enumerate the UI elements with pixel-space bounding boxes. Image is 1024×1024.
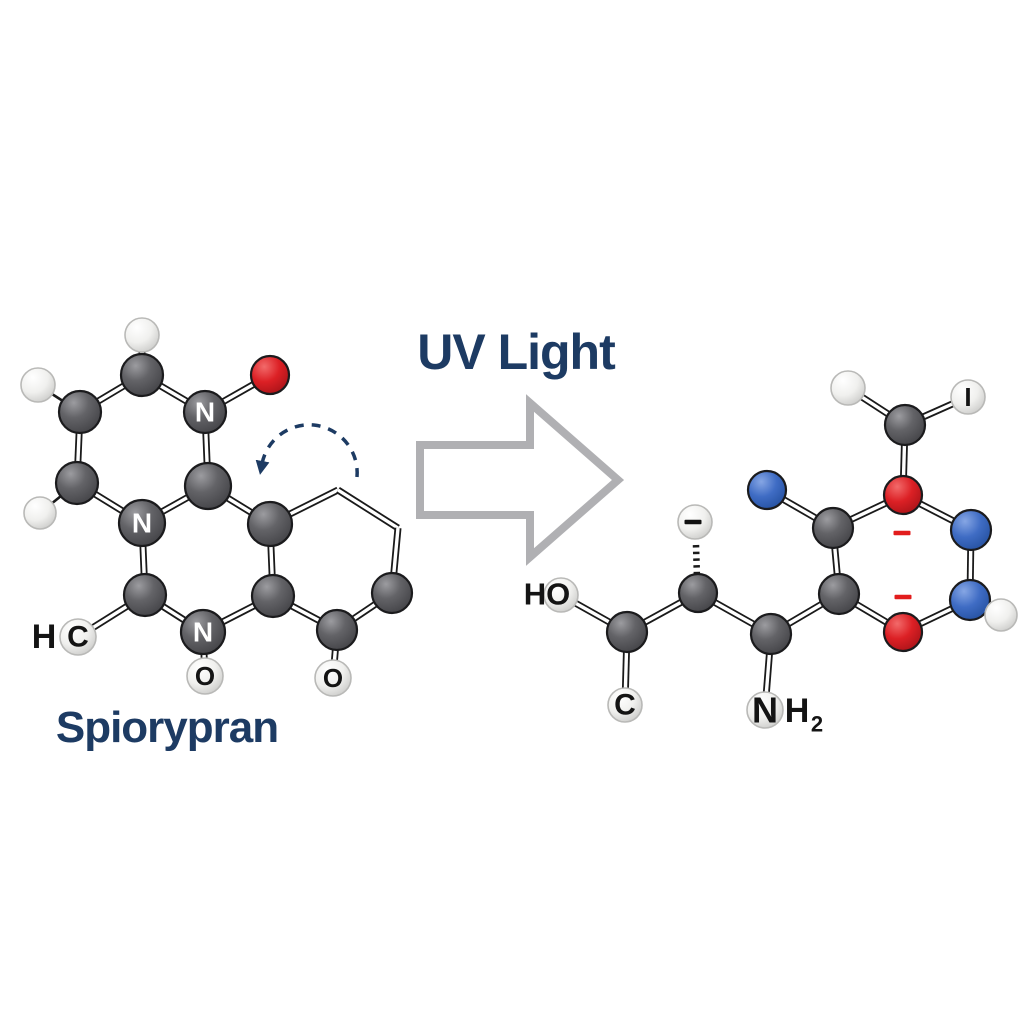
atom-label-O: O bbox=[195, 661, 215, 691]
annotation-H: H bbox=[785, 692, 810, 730]
white-atom-N bbox=[746, 691, 784, 729]
white-atom bbox=[23, 496, 57, 530]
atom-label-N: N bbox=[752, 690, 778, 731]
white-atom-C bbox=[59, 618, 97, 656]
dark-atom bbox=[250, 573, 296, 619]
dark-atom bbox=[370, 571, 414, 615]
charge-minus bbox=[894, 594, 912, 600]
atom-label-C: C bbox=[67, 621, 89, 654]
dark-atom bbox=[183, 461, 233, 511]
dark-atom bbox=[749, 612, 793, 656]
dashed-bond bbox=[692, 544, 701, 579]
white-atom bbox=[124, 317, 160, 353]
white-atom-O bbox=[314, 659, 352, 697]
dark-atom bbox=[57, 389, 103, 435]
dark-atom bbox=[315, 608, 359, 652]
blue-atom bbox=[746, 469, 788, 511]
red-atom bbox=[882, 611, 924, 653]
annotation-2: 2 bbox=[811, 712, 823, 737]
annotation-H: H bbox=[32, 618, 57, 656]
red-atom bbox=[882, 474, 924, 516]
uv-light-label: UV Light bbox=[417, 324, 616, 380]
dark-atom bbox=[883, 403, 927, 447]
curved-isomerization-arrow bbox=[255, 423, 359, 478]
atom-label-I: I bbox=[964, 382, 971, 412]
dark-atom bbox=[605, 610, 649, 654]
dark-atom bbox=[811, 506, 855, 550]
blue-atom bbox=[949, 508, 993, 552]
dark-atom bbox=[54, 460, 100, 506]
annotation-HO: HO bbox=[524, 577, 571, 612]
white-atom-C bbox=[607, 687, 643, 723]
dark-atom bbox=[246, 500, 294, 548]
dark-atom bbox=[817, 572, 861, 616]
white-atom-I bbox=[950, 379, 986, 415]
white-atom bbox=[543, 577, 579, 613]
white-atom-O bbox=[186, 657, 224, 695]
dark-atom-N bbox=[182, 389, 228, 435]
atom-label-O: O bbox=[323, 663, 343, 693]
charge-minus bbox=[893, 530, 911, 536]
red-atom bbox=[249, 354, 291, 396]
atom-label-N: N bbox=[193, 617, 213, 648]
white-atom bbox=[20, 367, 56, 403]
atom-label-C: C bbox=[614, 689, 636, 722]
white-atom bbox=[830, 370, 866, 406]
uv-reaction-arrow bbox=[416, 394, 625, 566]
atom-label-N: N bbox=[132, 508, 152, 539]
dark-atom-N bbox=[117, 498, 167, 548]
dark-atom bbox=[119, 352, 165, 398]
double-bond bbox=[337, 488, 399, 530]
molecule-name-label: Spiorypran bbox=[55, 703, 279, 752]
dark-atom bbox=[677, 572, 719, 614]
dark-atom-N bbox=[179, 608, 227, 656]
white-atom bbox=[984, 598, 1018, 632]
blue-atom bbox=[948, 578, 992, 622]
charge-minus bbox=[684, 519, 702, 525]
dark-atom bbox=[122, 572, 168, 618]
atom-label-N: N bbox=[195, 397, 215, 428]
